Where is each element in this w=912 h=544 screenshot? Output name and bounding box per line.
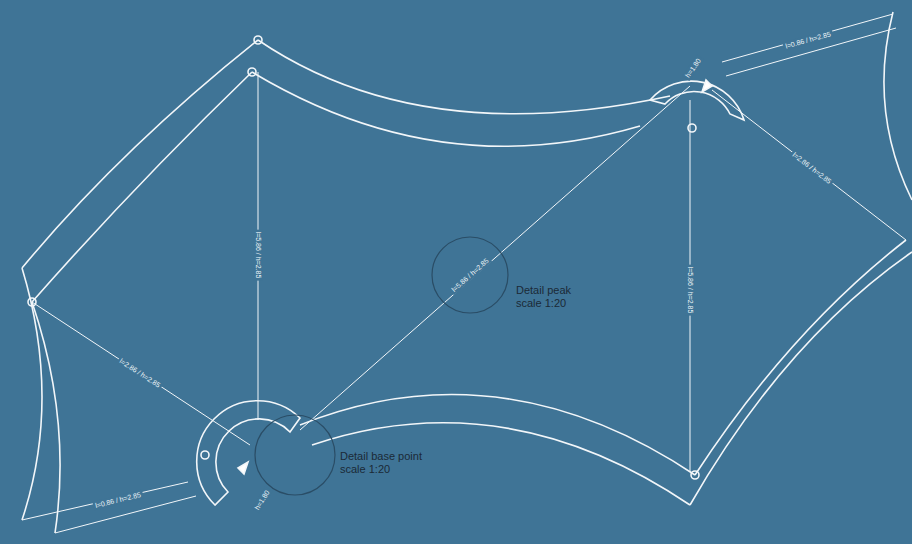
mast-top xyxy=(254,36,262,44)
detail-circle xyxy=(432,237,508,313)
cable xyxy=(22,482,188,520)
dimension-line xyxy=(32,302,250,445)
base-plate xyxy=(650,81,744,120)
cable xyxy=(726,28,896,76)
dimension-label: l=0.86 / h=2.85 xyxy=(92,489,143,510)
membrane-edge xyxy=(22,40,258,268)
corner-point xyxy=(28,298,36,306)
dimension-label: h=1.80 xyxy=(682,55,704,81)
membrane-edge xyxy=(695,240,906,475)
membrane-edge xyxy=(22,268,42,520)
corner-point xyxy=(691,471,699,479)
membrane-edge xyxy=(32,302,60,533)
membrane-edge xyxy=(32,72,252,302)
anchor xyxy=(201,451,209,459)
mast-top xyxy=(248,68,256,76)
detail-note: Detail base point scale 1:20 xyxy=(340,450,438,476)
membrane-edge xyxy=(300,395,695,475)
dimension-label: l=5.86 / h=2.85 xyxy=(686,265,695,316)
dimension-label: l=5.86 / h=2.85 xyxy=(448,255,492,295)
dimension-label: l=2.86 / h=2.85 xyxy=(789,149,835,187)
anchor xyxy=(688,124,696,132)
arrow-symbol xyxy=(702,80,712,92)
dimension-label: h=1.80 xyxy=(251,487,272,513)
membrane-edge xyxy=(690,252,912,505)
membrane-edge xyxy=(252,72,640,146)
dimension-line xyxy=(300,86,690,430)
dimension-label: l=0.86 / h=2.85 xyxy=(782,29,833,51)
cable xyxy=(722,14,893,62)
membrane-edge xyxy=(884,12,912,200)
dimension-label: l=5.86 / h=2.85 xyxy=(254,230,263,281)
dimension-label: l=2.86 / h=2.85 xyxy=(116,355,163,390)
detail-note: Detail peak scale 1:20 xyxy=(516,284,586,310)
membrane-edge xyxy=(258,40,670,114)
membrane-edge xyxy=(312,423,690,505)
arrow-symbol xyxy=(238,462,248,474)
detail-circle xyxy=(255,415,335,495)
